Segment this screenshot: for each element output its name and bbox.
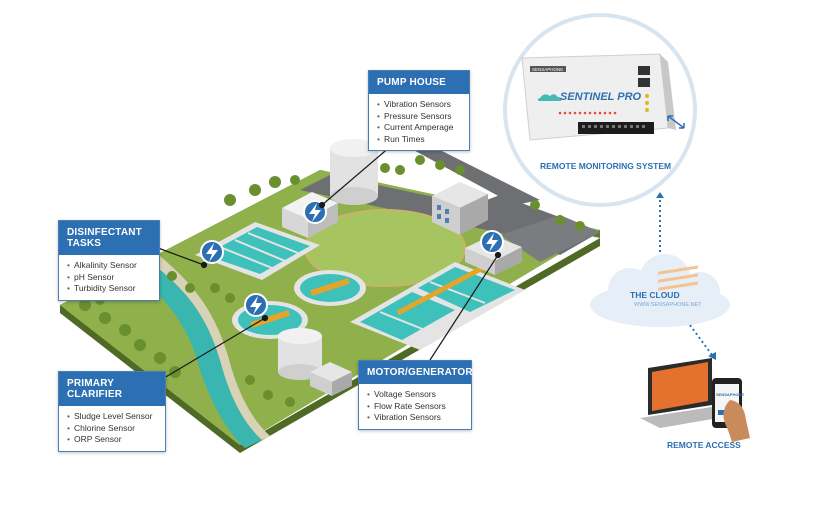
sentinel-device: SENSAPHONE SENTINEL PRO [521,53,676,141]
arrows-icon [667,115,685,129]
callout-pump-house: PUMP HOUSE Vibration Sensors Pressure Se… [368,70,470,151]
remote-access-label: REMOTE ACCESS [667,440,741,450]
remote-monitoring-label: REMOTE MONITORING SYSTEM [540,161,672,171]
list-item: Pressure Sensors [377,111,461,123]
trees [79,155,585,407]
list-item: ORP Sensor [67,434,157,446]
cloud-label: THE CLOUD [630,290,680,300]
list-item: pH Sensor [67,272,151,284]
hand-icon [723,400,750,442]
cloud-url: WWW.SENSAPHONE.NET [634,302,702,308]
callout-title: DISINFECTANT TASKS [59,221,159,255]
sensor-list: Alkalinity Sensor pH Sensor Turbidity Se… [59,255,159,300]
road-lot [500,215,600,262]
list-item: Vibration Sensors [377,99,461,111]
bolt-icon [200,240,224,264]
sensor-list: Sludge Level Sensor Chlorine Sensor ORP … [59,406,165,451]
river [130,262,262,448]
callout-primary-clarifier: PRIMARY CLARIFIER Sludge Level Sensor Ch… [58,371,166,452]
storage-tank-top [330,139,378,205]
bolt-icon [480,230,504,254]
laptop-icon [640,265,730,428]
list-item: Run Times [377,134,461,146]
list-item: Turbidity Sensor [67,283,151,295]
sensor-list: Vibration Sensors Pressure Sensors Curre… [369,94,469,150]
office-building [432,182,488,235]
storage-tank-bottom [278,328,322,380]
list-item: Chlorine Sensor [67,423,157,435]
callout-motor-generators: MOTOR/GENERATORS Voltage Sensors Flow Ra… [358,360,479,430]
callout-title: PUMP HOUSE [369,71,469,94]
road-top-lane [395,140,540,205]
cloud-icon [590,254,730,327]
aeration-water-1 [360,292,455,340]
callout-title: PRIMARY CLARIFIER [59,372,165,406]
leader-lines [157,139,502,379]
list-item: Sludge Level Sensor [67,411,157,423]
phone-brand: SENSAPHONE [716,392,744,397]
bolt-icon [244,293,268,317]
list-item: Voltage Sensors [367,389,463,401]
aeration-water-2 [418,267,515,312]
list-item: Current Amperage [377,122,461,134]
device-brand: SENSAPHONE [532,67,563,72]
clarifier-building [310,362,352,396]
callout-title: MOTOR/GENERATORS [359,361,479,384]
callout-disinfectant-tasks: DISINFECTANT TASKS Alkalinity Sensor pH … [58,220,160,301]
sensor-list: Voltage Sensors Flow Rate Sensors Vibrat… [359,384,471,429]
list-item: Flow Rate Sensors [367,401,463,413]
river-path [150,256,270,440]
list-item: Vibration Sensors [367,412,463,424]
ground [60,170,600,445]
list-item: Alkalinity Sensor [67,260,151,272]
device-product: SENTINEL PRO [560,91,642,103]
connector-cloud-remote [689,324,713,356]
